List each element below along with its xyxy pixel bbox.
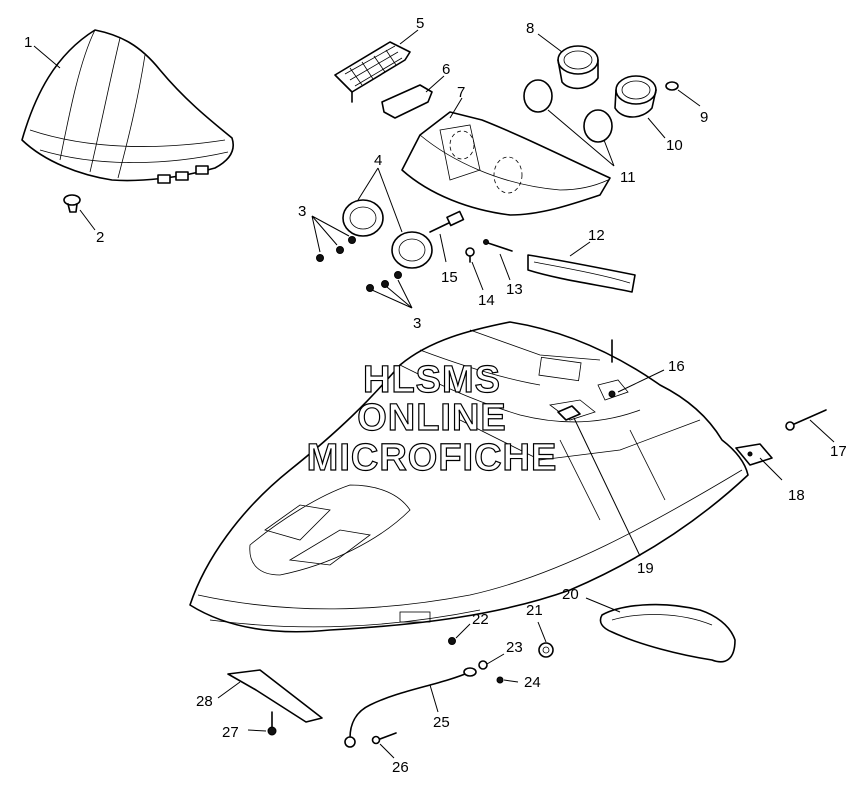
part-24-nut [496,676,504,684]
callout-16: 16 [668,358,685,375]
watermark-line-3: MICROFICHE [307,437,558,479]
part-11-rings [523,79,613,143]
part-5-grille [334,41,411,103]
part-3-screws [316,236,402,292]
main-deck [189,321,749,633]
callout-24: 24 [524,674,541,691]
callout-20: 20 [562,586,579,603]
part-2-pin [63,194,81,213]
callout-18: 18 [788,487,805,504]
callout-15: 15 [441,269,458,286]
part-4-bezels [342,199,433,269]
callout-6: 6 [442,61,450,78]
callout-1: 1 [24,34,32,51]
part-21-knob [538,642,554,658]
callout-13: 13 [506,281,523,298]
watermark-line-1: HLSMS [363,359,501,401]
part-10-gauge [614,75,657,118]
callout-12: 12 [588,227,605,244]
callout-28: 28 [196,693,213,710]
leader-lines [33,29,835,759]
callout-14: 14 [478,292,495,309]
part-7-dash-panel [401,111,611,216]
watermark: HLSMS ONLINE MICROFICHE [306,358,558,479]
part-28-plate [227,669,323,723]
part-20-storage-lid [599,603,736,663]
callout-25: 25 [433,714,450,731]
callout-23: 23 [506,639,523,656]
callout-8: 8 [526,20,534,37]
callout-5: 5 [416,15,424,32]
part-14-plug [465,247,475,263]
callout-4: 4 [374,152,382,169]
part-19-latch [557,405,581,421]
part-8-gauge [557,45,599,90]
part-16-latch [608,390,616,398]
part-23-washer [478,660,488,670]
callout-10: 10 [666,137,683,154]
callout-3-upper: 3 [298,203,306,220]
part-22-clip [448,637,456,645]
callout-11: 11 [620,169,636,186]
callout-7: 7 [457,84,465,101]
callout-3-lower: 3 [413,315,421,332]
callout-9: 9 [700,109,708,126]
callout-27: 27 [222,724,239,741]
part-15-connector [429,210,465,233]
callout-17: 17 [830,443,847,460]
part-13-bolt [483,239,513,252]
callout-21: 21 [526,602,543,619]
part-17-bolt [785,409,827,431]
callout-22: 22 [472,611,489,628]
part-6-pad [381,84,433,119]
part-27-screw [267,711,277,736]
part-25-cable [344,667,477,748]
watermark-line-2: ONLINE [357,397,507,439]
callout-labels: 1 2 3 3 4 5 6 7 8 9 10 11 12 13 14 15 16… [24,15,847,776]
part-12-strip [527,254,636,293]
callout-2: 2 [96,229,104,246]
part-18-bracket [735,443,773,466]
part-1-seat [21,29,234,184]
callout-26: 26 [392,759,409,776]
part-9-washer [665,81,679,91]
part-26-pin [371,732,397,745]
callout-19: 19 [637,560,654,577]
